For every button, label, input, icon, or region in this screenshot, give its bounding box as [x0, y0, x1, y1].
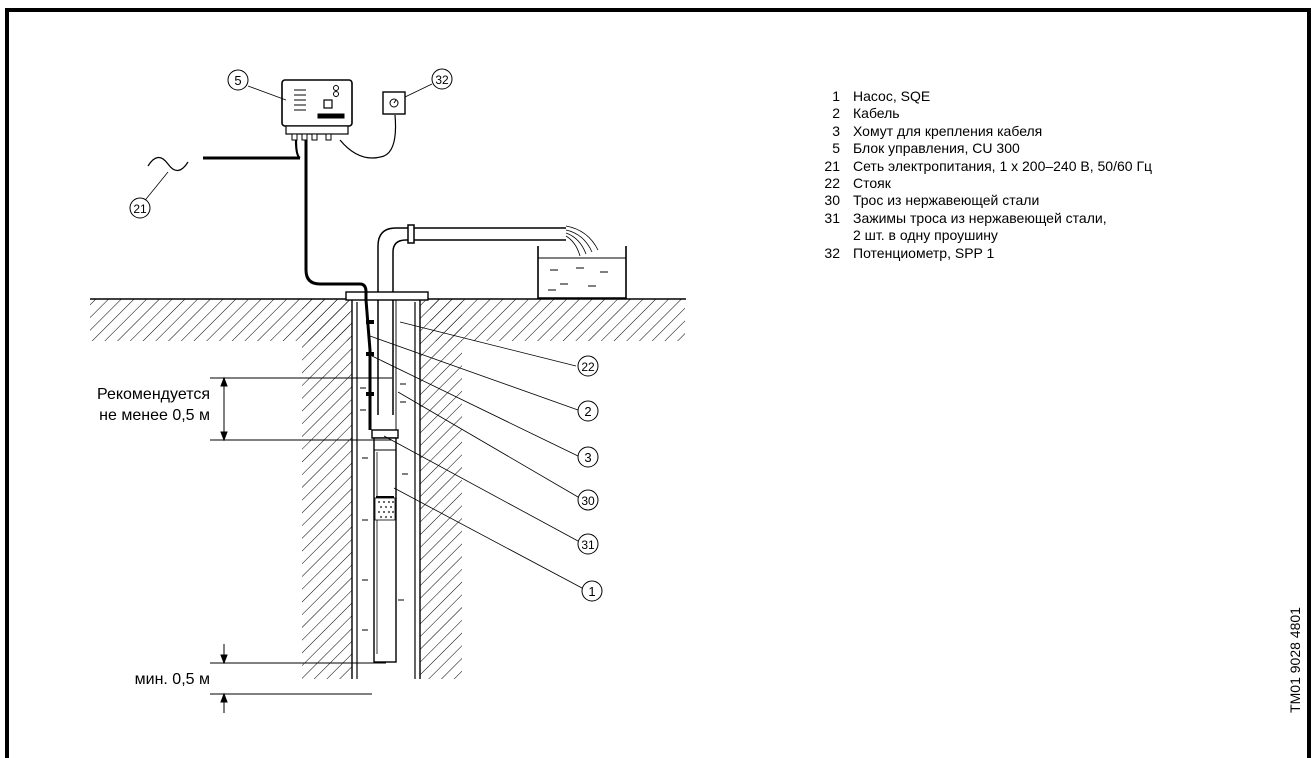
- dimension-min: [210, 644, 386, 713]
- svg-text:21: 21: [133, 202, 147, 216]
- callout-32: 32: [431, 68, 453, 90]
- dimension-recommended: [210, 376, 392, 442]
- dimension-min-label: мин. 0,5 м: [135, 671, 210, 688]
- svg-text:30: 30: [581, 494, 595, 508]
- potentiometer-cable: [339, 114, 397, 159]
- cable-clamp: [366, 320, 374, 396]
- callout-1: 1: [581, 580, 603, 602]
- leader-lines: [141, 83, 583, 589]
- ground-surface: [90, 298, 686, 341]
- svg-text:5: 5: [234, 73, 241, 88]
- svg-text:31: 31: [581, 538, 595, 552]
- control-box: [281, 79, 353, 141]
- svg-text:3: 3: [584, 450, 591, 465]
- svg-text:2: 2: [584, 404, 591, 419]
- callout-5: 5: [227, 69, 249, 91]
- callout-3: 3: [577, 446, 599, 468]
- dimension-recommended-label-2: не менее 0,5 м: [99, 407, 210, 424]
- legend-item: 2 шт. в одну проушину: [853, 227, 998, 244]
- callout-31: 31: [577, 533, 599, 555]
- water-jet: [565, 225, 599, 257]
- callout-21: 21: [129, 197, 151, 219]
- svg-text:1: 1: [588, 584, 595, 599]
- borehole-wall: [302, 299, 462, 679]
- pump-cable: [304, 140, 372, 430]
- callout-30: 30: [577, 489, 599, 511]
- potentiometer: [382, 91, 406, 115]
- water-tank: [537, 246, 627, 299]
- water-level-marks: [360, 383, 408, 631]
- well-head-plate: [345, 291, 429, 301]
- callout-2: 2: [577, 400, 599, 422]
- document-id: TM01 9028 4801: [1287, 607, 1304, 713]
- svg-text:22: 22: [581, 360, 595, 374]
- riser-pipe: [377, 224, 566, 415]
- pump: [371, 429, 399, 663]
- svg-text:32: 32: [435, 73, 449, 87]
- mains-cable-drop: [294, 139, 301, 159]
- mains-symbol: [147, 156, 189, 172]
- well-casing: [356, 302, 416, 679]
- dimension-recommended-label-1: Рекомендуется: [97, 386, 210, 403]
- callout-22: 22: [577, 355, 599, 377]
- page-border: [5, 8, 1311, 758]
